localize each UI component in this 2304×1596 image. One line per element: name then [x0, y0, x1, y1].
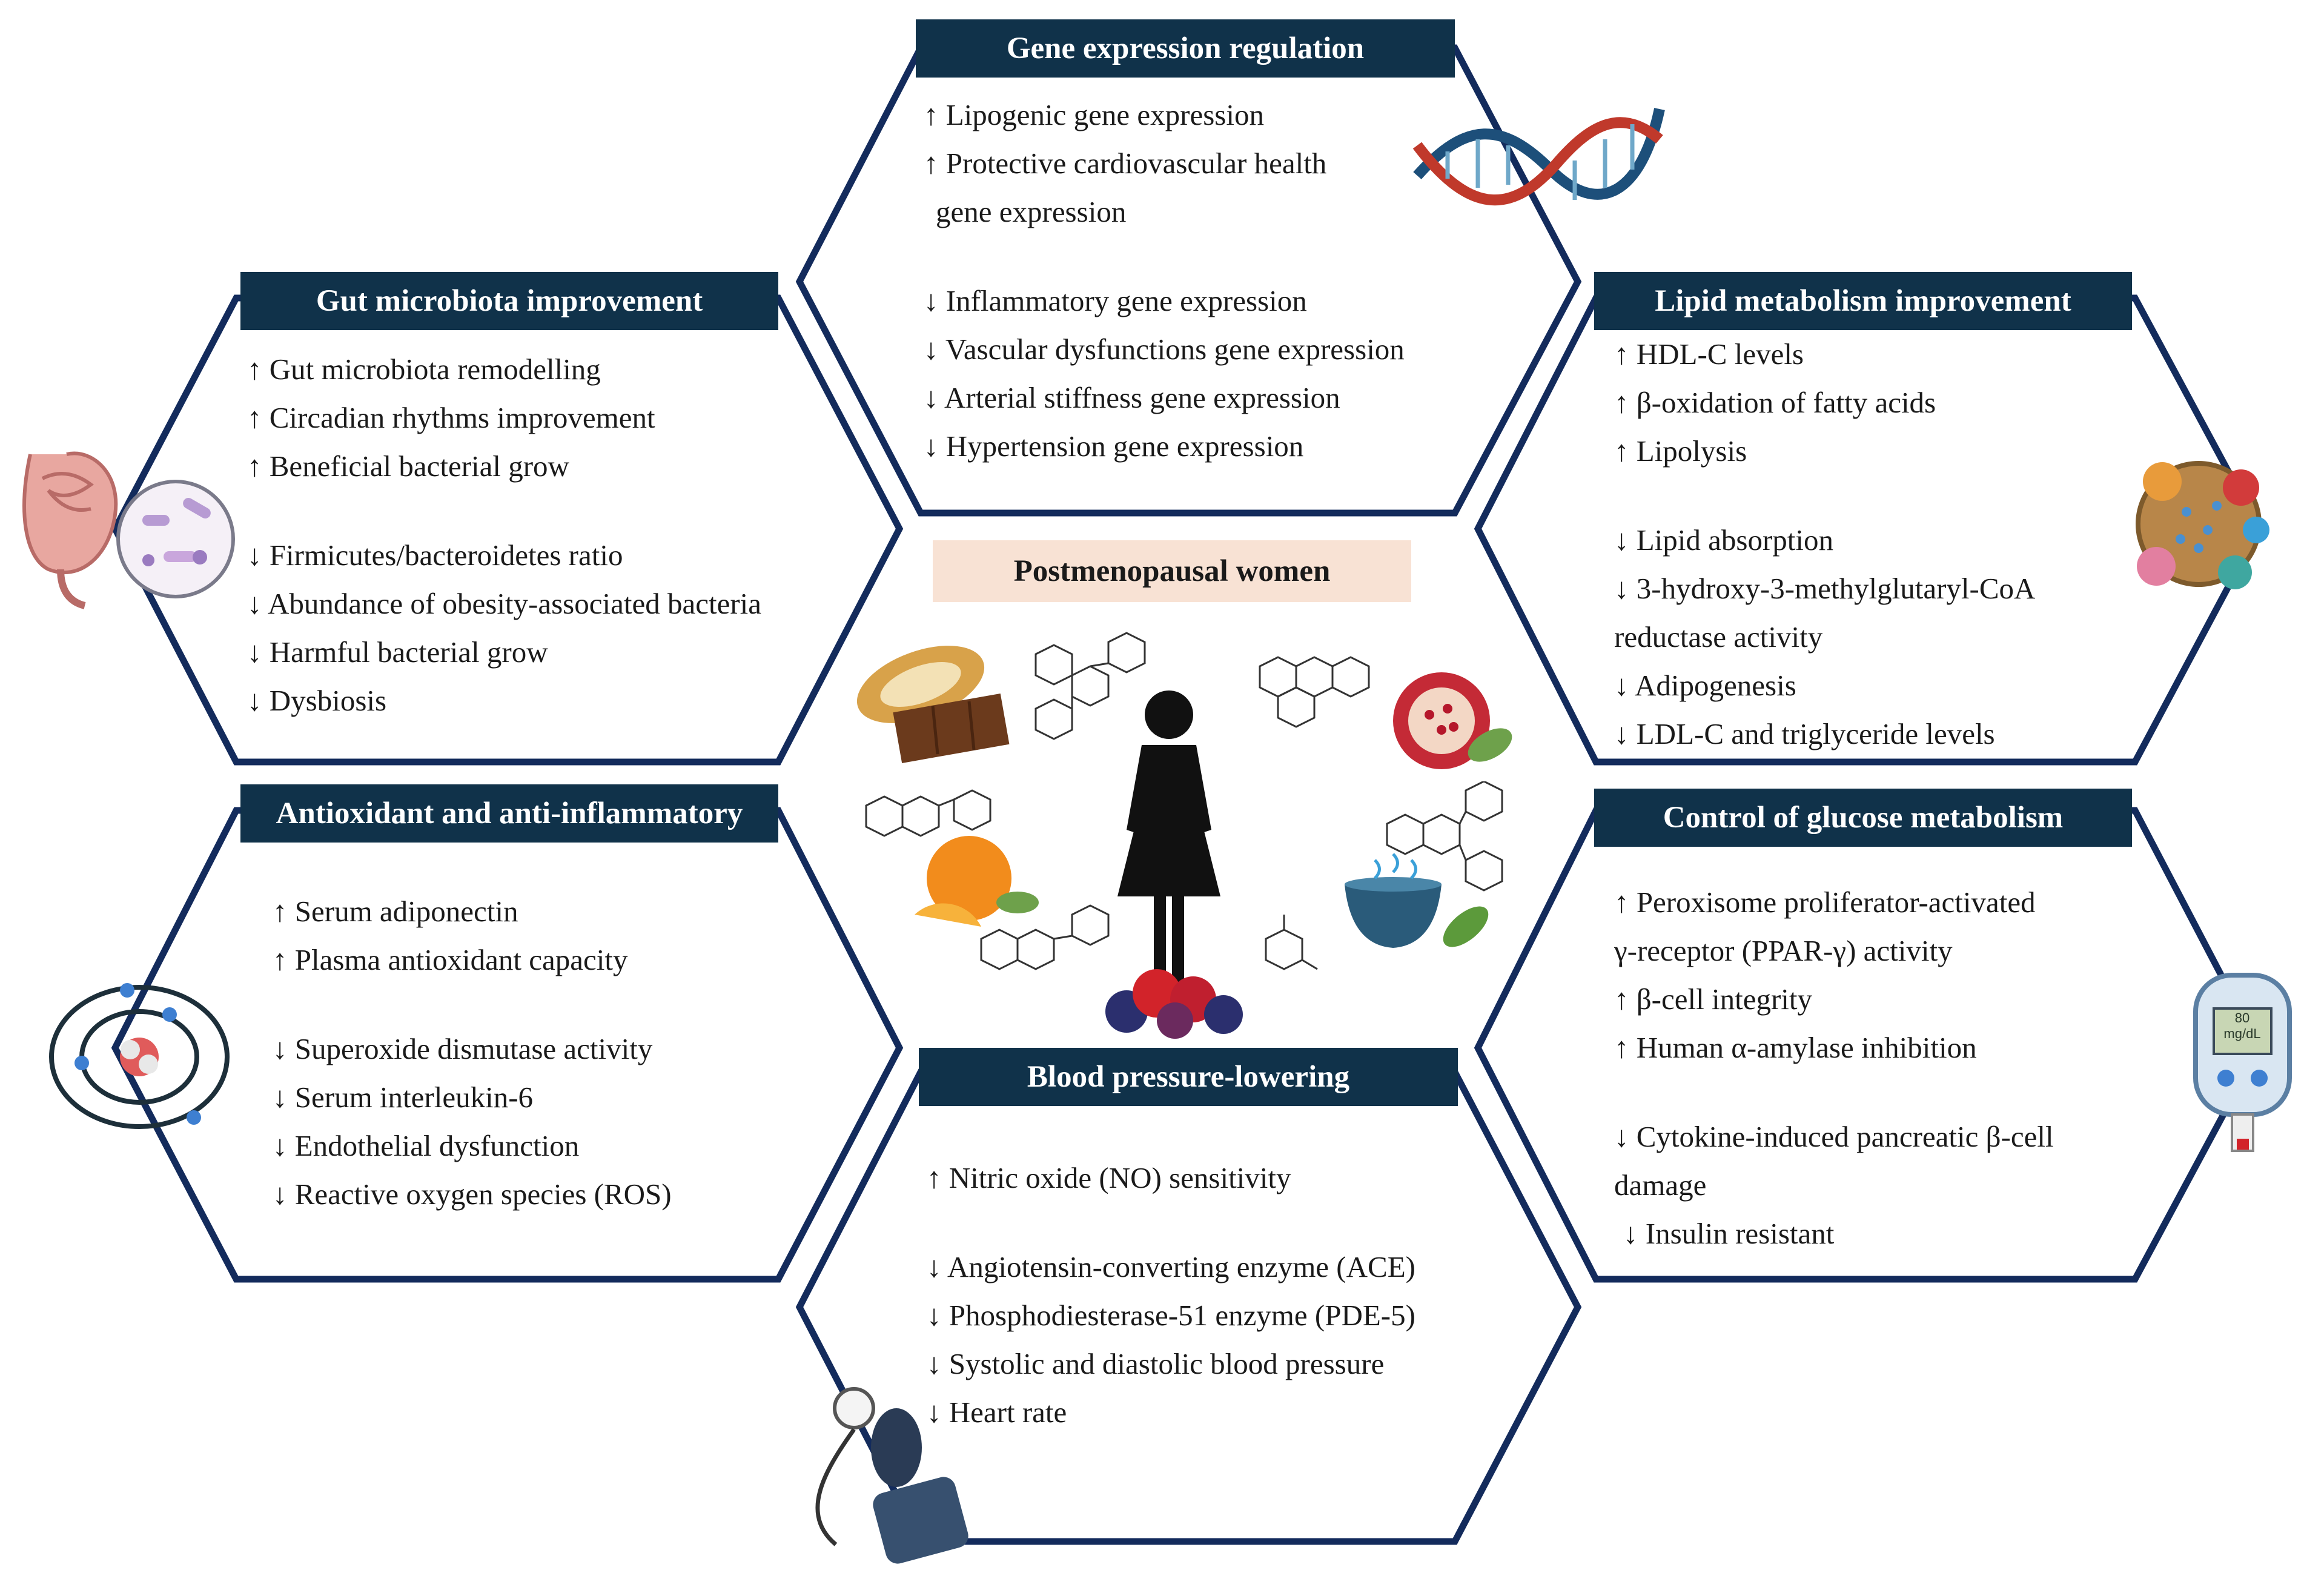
cocoa-chocolate-icon — [856, 646, 1010, 763]
lipid-item: ↓ 3-hydroxy-3-methylglutaryl-CoA — [1614, 572, 2036, 605]
hex-gene — [795, 44, 1582, 517]
bp-item: ↓ Systolic and diastolic blood pressure — [927, 1347, 1385, 1380]
polyphenol-molecule-icon — [1034, 632, 1146, 740]
lipid-item: ↓ LDL-C and triglyceride levels — [1614, 717, 1995, 750]
gene-panel-title: Gene expression regulation — [916, 19, 1455, 78]
gut-panel-title: Gut microbiota improvement — [240, 272, 778, 330]
gut-item: ↑ Beneficial bacterial grow — [247, 449, 569, 483]
bp-item: ↓ Phosphodiesterase-51 enzyme (PDE-5) — [927, 1299, 1415, 1332]
gut-item: ↓ Dysbiosis — [247, 684, 387, 717]
lipoprotein-icon — [2136, 461, 2269, 589]
lipid-item: ↑ HDL-C levels — [1614, 337, 1804, 371]
lipid-item: ↑ β-oxidation of fatty acids — [1614, 386, 1936, 419]
catechin-gallate-molecule-icon — [1386, 781, 1503, 892]
antiox-item: ↓ Endothelial dysfunction — [273, 1129, 580, 1162]
gut-item: ↑ Circadian rhythms improvement — [247, 401, 655, 434]
bp-item: ↓ Angiotensin-converting enzyme (ACE) — [927, 1250, 1415, 1283]
gene-item: ↓ Vascular dysfunctions gene expression — [924, 333, 1405, 366]
bp-panel-title: Blood pressure-lowering — [919, 1048, 1458, 1106]
antiox-item: ↑ Serum adiponectin — [273, 895, 518, 928]
glucose-item: ↑ Peroxisome proliferator-activated — [1614, 886, 2036, 919]
glucose-item: ↑ Human α-amylase inhibition — [1614, 1031, 1977, 1064]
orange-icon — [915, 836, 1039, 927]
lipid-item: ↓ Adipogenesis — [1614, 669, 1796, 702]
antiox-item: ↑ Plasma antioxidant capacity — [273, 943, 628, 976]
gene-item: ↑ Lipogenic gene expression — [924, 98, 1264, 131]
hex-lipid — [1474, 294, 2263, 766]
lipid-item: reductase activity — [1614, 620, 1823, 654]
berries-icon — [1105, 969, 1243, 1039]
antiox-panel-title: Antioxidant and anti-inflammatory — [240, 784, 778, 843]
lipid-item: ↑ Lipolysis — [1614, 434, 1747, 468]
gut-item: ↓ Abundance of obesity-associated bacter… — [247, 587, 762, 620]
glucometer-unit: mg/dL — [2223, 1026, 2261, 1041]
gene-item: ↑ Protective cardiovascular health — [924, 147, 1327, 180]
glucometer-screen: 80 mg/dL — [2215, 1010, 2269, 1042]
glucose-item: ↓ Insulin resistant — [1623, 1217, 1835, 1250]
gut-item: ↑ Gut microbiota remodelling — [247, 353, 601, 386]
glucose-item: damage — [1614, 1168, 1707, 1202]
antiox-item: ↓ Superoxide dismutase activity — [273, 1032, 653, 1065]
gut-item: ↓ Harmful bacterial grow — [247, 635, 548, 669]
hex-glucose — [1474, 807, 2263, 1283]
bp-item: ↓ Heart rate — [927, 1396, 1067, 1429]
lipid-panel-title: Lipid metabolism improvement — [1594, 272, 2132, 330]
gene-item: ↓ Inflammatory gene expression — [924, 284, 1307, 317]
antiox-item: ↓ Serum interleukin-6 — [273, 1081, 534, 1114]
antiox-item: ↓ Reactive oxygen species (ROS) — [273, 1177, 672, 1211]
hex-antiox — [111, 807, 904, 1283]
lipid-item: ↓ Lipid absorption — [1614, 523, 1834, 557]
glucose-panel-title: Control of glucose metabolism — [1594, 789, 2132, 847]
gene-item: gene expression — [936, 195, 1127, 228]
flavone-molecule-icon — [865, 789, 991, 837]
tea-cup-icon — [1345, 853, 1489, 948]
glucometer-reading: 80 — [2234, 1010, 2250, 1025]
methylated-flavonoid-molecule-icon — [980, 904, 1110, 970]
gene-item: ↓ Arterial stiffness gene expression — [924, 381, 1340, 414]
bacteria-icon — [116, 480, 235, 598]
glucose-item: ↑ β-cell integrity — [1614, 982, 1812, 1016]
glucose-item: ↓ Cytokine-induced pancreatic β-cell — [1614, 1120, 2054, 1153]
glucometer-icon — [2193, 973, 2292, 1152]
gut-item: ↓ Firmicutes/bacteroidetes ratio — [247, 538, 623, 572]
dna-icon — [1412, 108, 1665, 206]
hex-gut — [111, 294, 904, 766]
bp-item: ↑ Nitric oxide (NO) sensitivity — [927, 1161, 1291, 1194]
sphygmomanometer-icon — [815, 1387, 968, 1564]
atom-icon — [49, 983, 230, 1129]
intestine-icon — [22, 451, 118, 609]
gallic-acid-molecule-icon — [1265, 915, 1318, 970]
pomegranate-icon — [1393, 672, 1512, 769]
glucose-item: γ-receptor (PPAR-γ) activity — [1614, 934, 1953, 967]
gene-item: ↓ Hypertension gene expression — [924, 429, 1304, 463]
center-title: Postmenopausal women — [933, 540, 1411, 602]
woman-silhouette-icon — [1117, 690, 1220, 987]
ellagic-acid-molecule-icon — [1259, 656, 1370, 728]
